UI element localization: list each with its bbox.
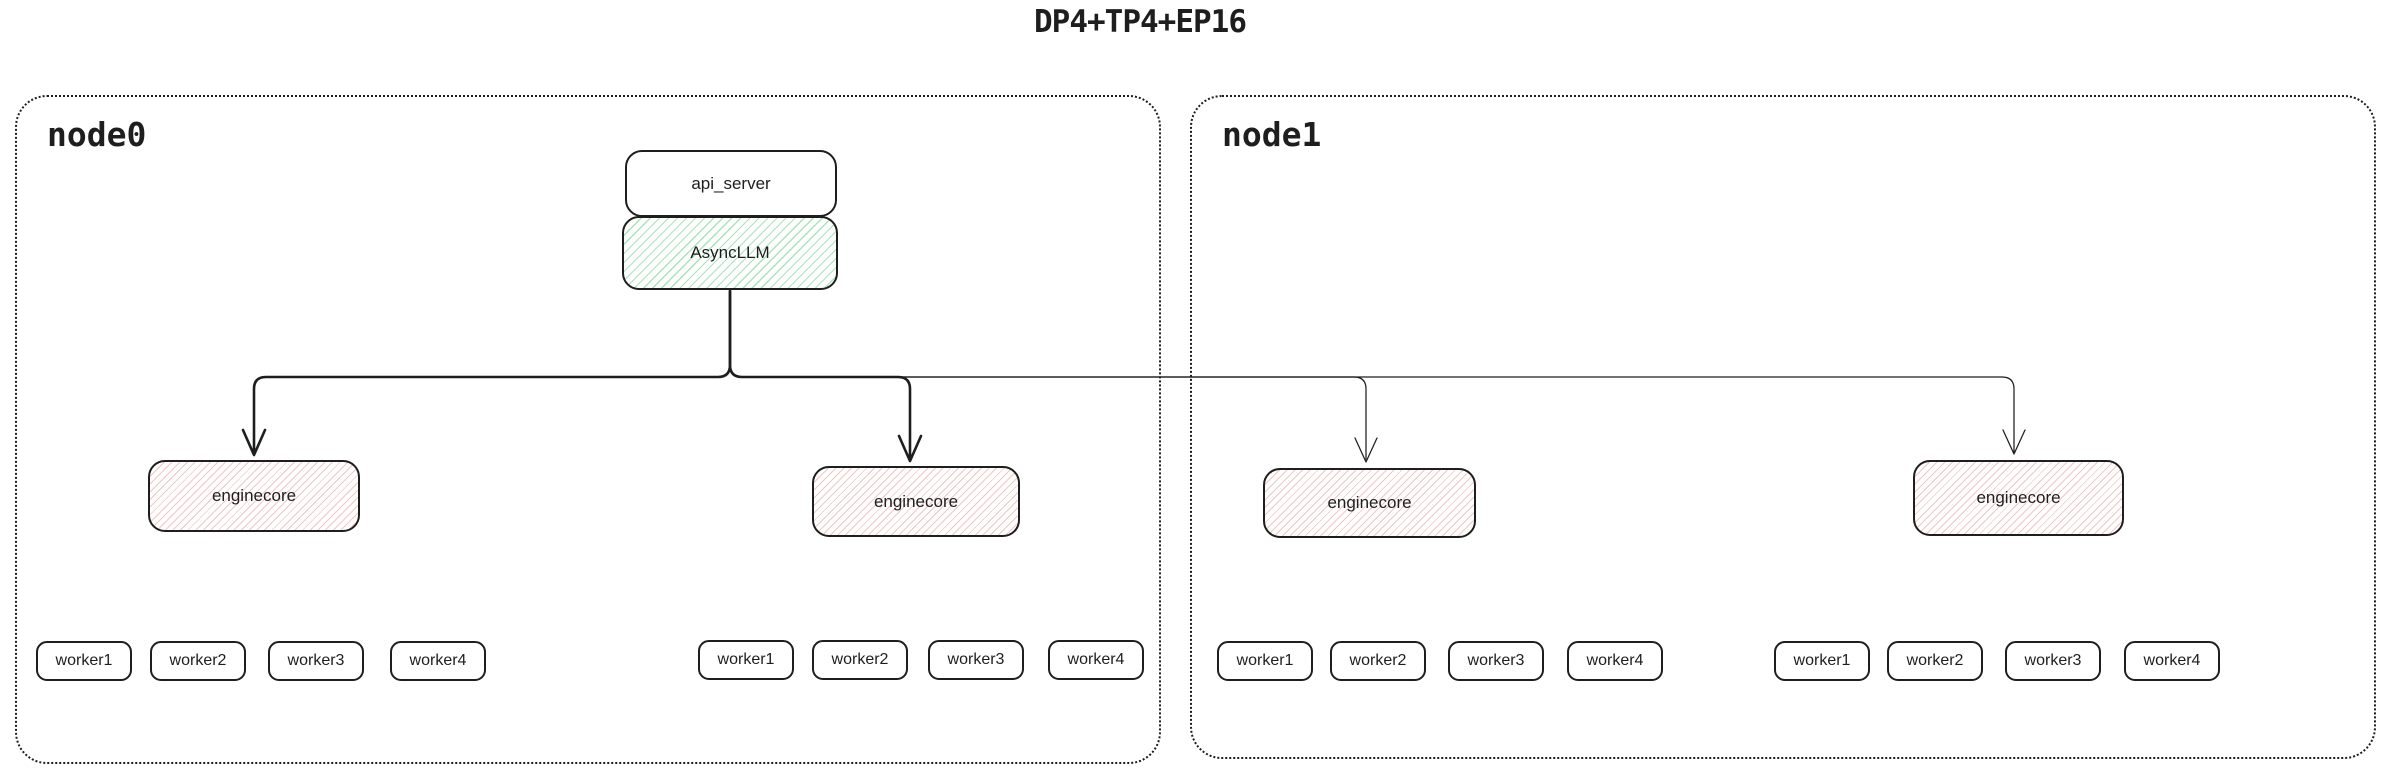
enginecore-label: enginecore bbox=[1976, 488, 2061, 507]
asyncllm-box: AsyncLLM bbox=[622, 216, 838, 290]
worker-box: worker3 bbox=[268, 641, 364, 681]
worker-label: worker2 bbox=[1349, 652, 1407, 669]
worker-box: worker3 bbox=[2005, 641, 2101, 681]
worker-box: worker1 bbox=[1217, 641, 1313, 681]
enginecore-label: enginecore bbox=[211, 486, 297, 505]
worker-box: worker4 bbox=[1048, 640, 1144, 680]
worker-label: worker2 bbox=[169, 652, 227, 669]
worker-label: worker4 bbox=[2143, 652, 2201, 669]
worker-label: worker4 bbox=[1067, 651, 1125, 668]
worker-box: worker2 bbox=[150, 641, 246, 681]
asyncllm-label: AsyncLLM bbox=[690, 243, 770, 262]
worker-label: worker3 bbox=[947, 651, 1005, 668]
worker-label: worker1 bbox=[717, 651, 775, 668]
worker-box: worker3 bbox=[1448, 641, 1544, 681]
worker-label: worker1 bbox=[1236, 652, 1294, 669]
worker-label: worker2 bbox=[831, 651, 889, 668]
worker-box: worker1 bbox=[698, 640, 794, 680]
enginecore-box-node1-2: enginecore bbox=[1913, 460, 2124, 536]
worker-label: worker3 bbox=[2024, 652, 2082, 669]
worker-label: worker4 bbox=[1586, 652, 1644, 669]
worker-label: worker1 bbox=[1793, 652, 1851, 669]
worker-label: worker3 bbox=[1467, 652, 1525, 669]
worker-box: worker4 bbox=[2124, 641, 2220, 681]
worker-label: worker3 bbox=[287, 652, 345, 669]
enginecore-box-node0-2: enginecore bbox=[812, 466, 1020, 537]
worker-label: worker2 bbox=[1906, 652, 1964, 669]
worker-box: worker4 bbox=[1567, 641, 1663, 681]
node1-label: node1 bbox=[1222, 115, 1322, 154]
enginecore-label: enginecore bbox=[1327, 493, 1412, 512]
api-server-box: api_server bbox=[625, 150, 837, 217]
worker-box: worker2 bbox=[812, 640, 908, 680]
node0-label: node0 bbox=[47, 115, 147, 154]
api-server-label: api_server bbox=[691, 173, 771, 193]
enginecore-label: enginecore bbox=[873, 491, 959, 511]
diagram-title: DP4+TP4+EP16 bbox=[1034, 4, 1247, 40]
worker-box: worker4 bbox=[390, 641, 486, 681]
worker-box: worker3 bbox=[928, 640, 1024, 680]
worker-box: worker2 bbox=[1330, 641, 1426, 681]
worker-label: worker1 bbox=[55, 652, 113, 669]
enginecore-box-node0-1: enginecore bbox=[148, 460, 360, 532]
worker-box: worker1 bbox=[1774, 641, 1870, 681]
worker-label: worker4 bbox=[409, 652, 467, 669]
enginecore-box-node1-1: enginecore bbox=[1263, 468, 1476, 538]
worker-box: worker1 bbox=[36, 641, 132, 681]
worker-box: worker2 bbox=[1887, 641, 1983, 681]
